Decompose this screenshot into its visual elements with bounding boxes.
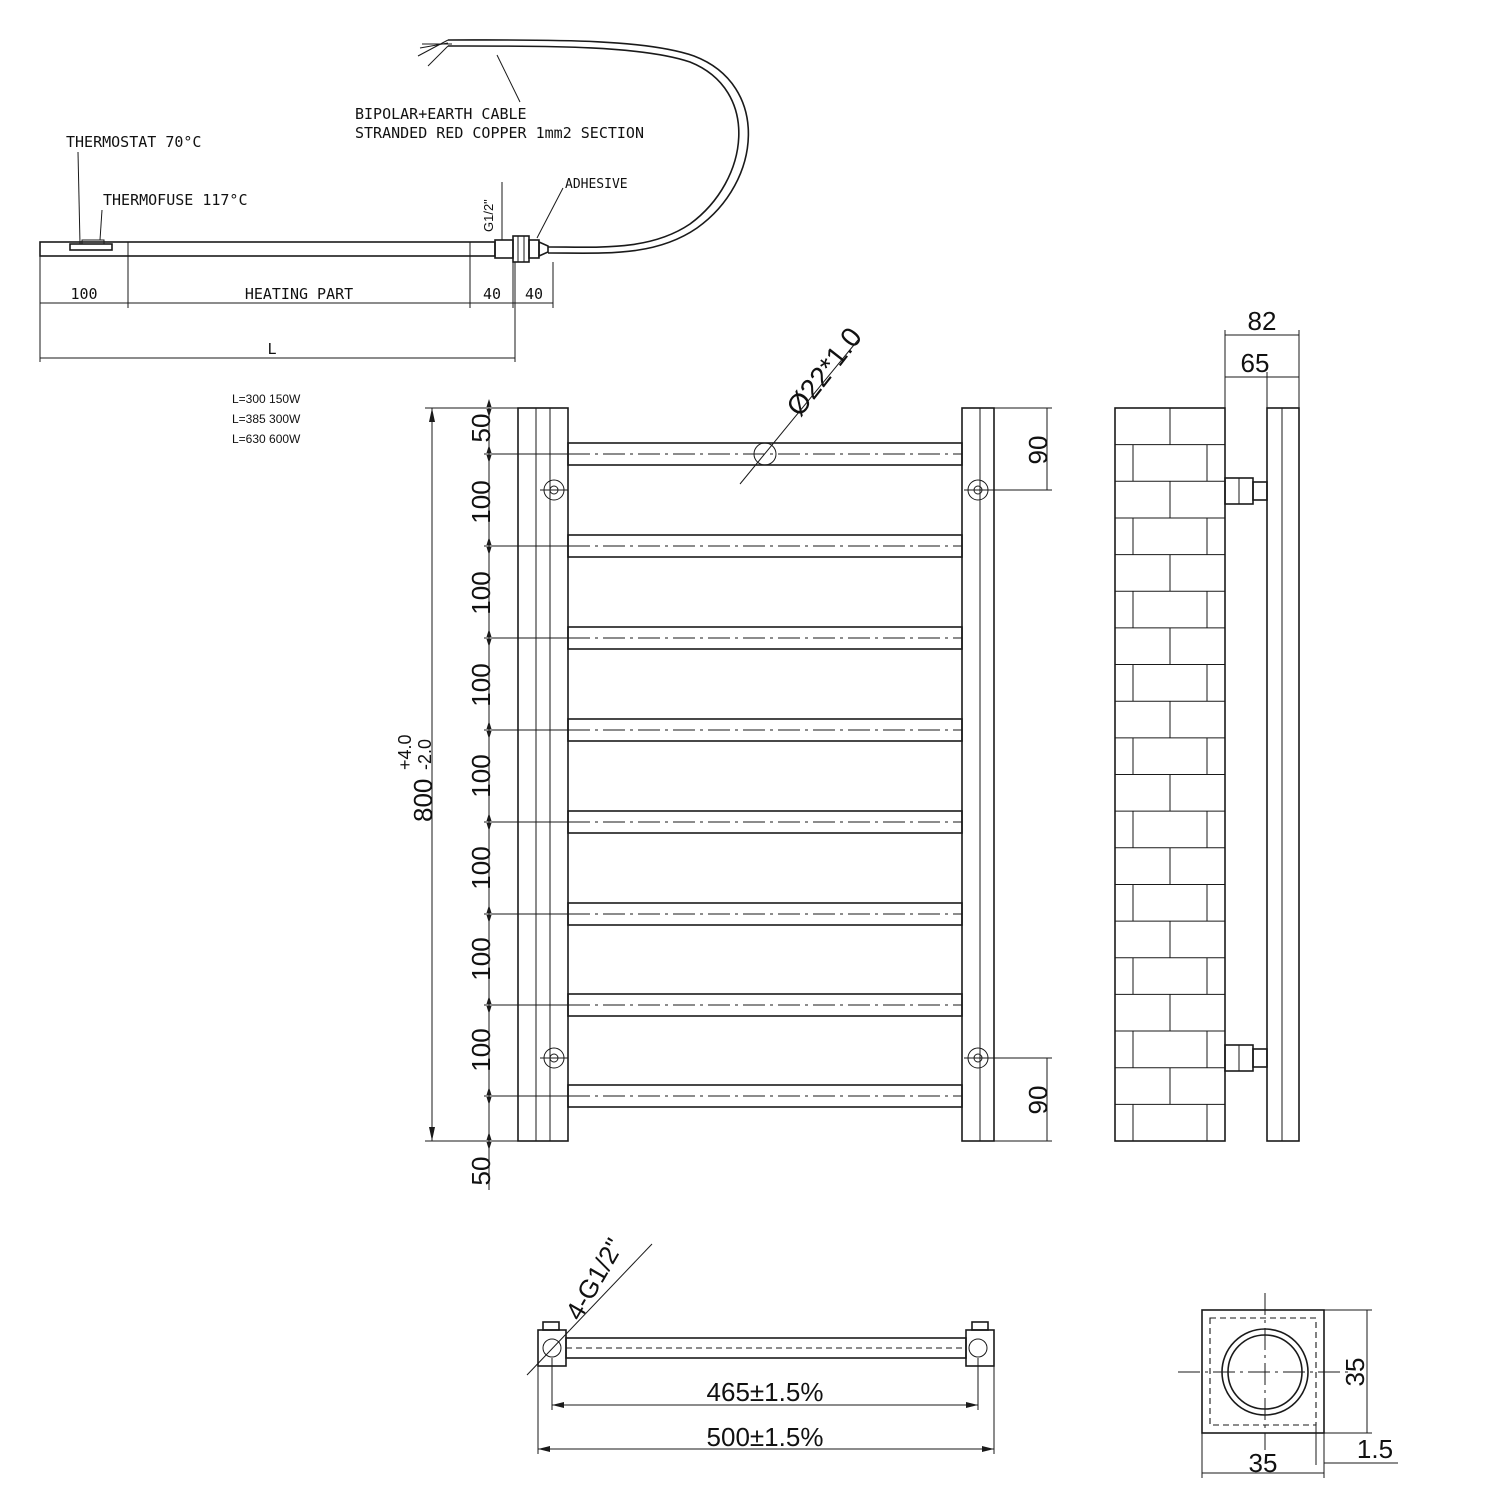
spacing-chain bbox=[486, 399, 492, 1150]
wall-bracket-bottom bbox=[1224, 1044, 1268, 1072]
left-upright bbox=[517, 407, 569, 1142]
adhesive-label: ADHESIVE bbox=[565, 177, 628, 192]
dim-L: L bbox=[267, 340, 276, 358]
thread-label: G1/2" bbox=[481, 199, 496, 232]
section-wall-dim: 1.5 bbox=[1357, 1434, 1393, 1464]
spacing-top: 50 bbox=[466, 414, 496, 443]
g12-fitting bbox=[494, 235, 549, 263]
spacing-bottom: 50 bbox=[466, 1157, 496, 1186]
radiator-side-profile bbox=[1266, 407, 1300, 1142]
width-dim: 500±1.5% bbox=[707, 1422, 824, 1452]
spacing-4: 100 bbox=[466, 754, 496, 797]
tube-diameter-label: Ø22*1.0 bbox=[780, 322, 868, 422]
spacing-7: 100 bbox=[466, 1028, 496, 1071]
front-view: Ø22*1.0 800 +4.0 -2.0 50 100 100 100 100… bbox=[395, 322, 1053, 1190]
heating-element-view: THERMOSTAT 70°C THERMOFUSE 117°C BIPOLAR… bbox=[39, 39, 750, 446]
section-height-dim: 35 bbox=[1340, 1358, 1370, 1387]
brick-pattern bbox=[1115, 408, 1225, 1141]
side-view: 82 65 bbox=[1114, 306, 1300, 1142]
cable bbox=[447, 45, 740, 249]
spacing-1: 100 bbox=[466, 480, 496, 523]
spacing-5: 100 bbox=[466, 846, 496, 889]
thermofuse-label: THERMOFUSE 117°C bbox=[103, 191, 248, 209]
spacing-3: 100 bbox=[466, 663, 496, 706]
section-width-dim: 35 bbox=[1249, 1448, 1278, 1478]
cable-label-line1: BIPOLAR+EARTH CABLE bbox=[355, 105, 527, 123]
height-label: 800 bbox=[408, 779, 438, 822]
section-view: 35 35 1.5 bbox=[1178, 1293, 1398, 1478]
dim-40-first: 40 bbox=[483, 285, 501, 303]
power-row-1: L=300 150W bbox=[232, 392, 301, 406]
power-row-3: L=630 600W bbox=[232, 432, 301, 446]
depth-outer-dim: 82 bbox=[1248, 306, 1277, 336]
connection-points bbox=[540, 479, 992, 1069]
spacing-2: 100 bbox=[466, 571, 496, 614]
heating-part-label: HEATING PART bbox=[245, 285, 353, 303]
spacing-6: 100 bbox=[466, 937, 496, 980]
depth-inner-dim: 65 bbox=[1241, 348, 1270, 378]
wall-bracket-top bbox=[1224, 477, 1268, 505]
dim-40-second: 40 bbox=[525, 285, 543, 303]
mount-top-dim: 90 bbox=[1023, 436, 1053, 465]
height-tolerance-upper: +4.0 bbox=[395, 734, 415, 770]
cable-label-line2: STRANDED RED COPPER 1mm2 SECTION bbox=[355, 124, 644, 142]
section-inner bbox=[1209, 1317, 1317, 1426]
centres-dim: 465±1.5% bbox=[707, 1377, 824, 1407]
height-tolerance-lower: -2.0 bbox=[415, 739, 435, 770]
thermostat-label: THERMOSTAT 70°C bbox=[66, 133, 201, 151]
dim-100: 100 bbox=[70, 285, 97, 303]
top-right-connector bbox=[965, 1329, 995, 1367]
power-row-2: L=385 300W bbox=[232, 412, 301, 426]
thermostat-block bbox=[69, 243, 113, 251]
right-upright bbox=[961, 407, 995, 1142]
mount-bottom-dim: 90 bbox=[1023, 1086, 1053, 1115]
top-view: 4-G1/2" 465±1.5% 500±1.5% bbox=[526, 1233, 995, 1454]
rungs bbox=[484, 442, 963, 1108]
